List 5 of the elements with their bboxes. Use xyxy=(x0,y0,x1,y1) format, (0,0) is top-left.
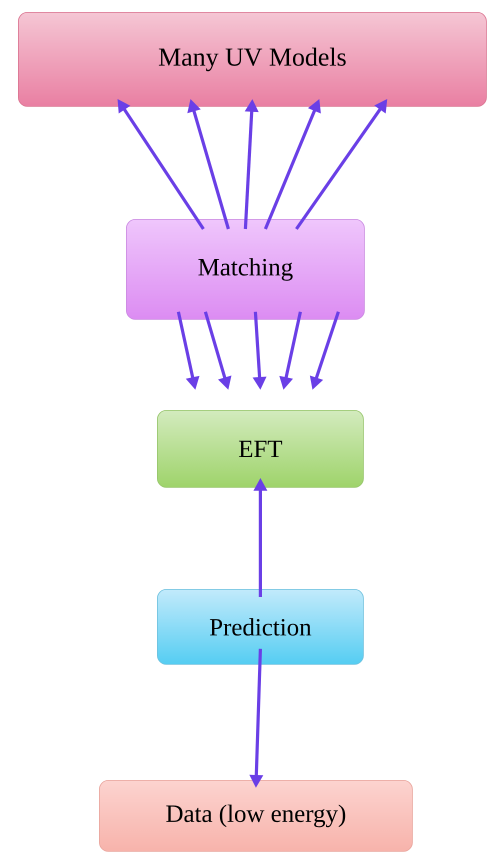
process-box: Prediction xyxy=(157,589,364,665)
process-box: Many UV Models xyxy=(18,12,487,107)
process-box: EFT xyxy=(157,410,364,488)
process-box: Data (low energy) xyxy=(99,780,413,852)
process-box: Matching xyxy=(126,219,365,320)
